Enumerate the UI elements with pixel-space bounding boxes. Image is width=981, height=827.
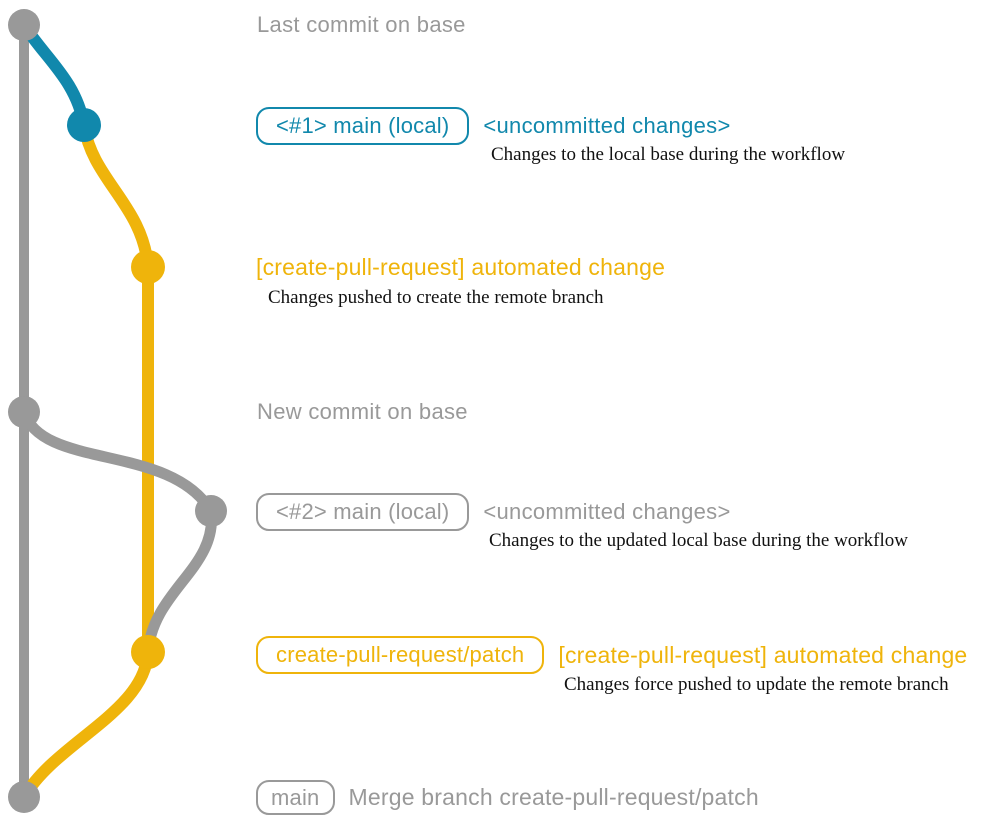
commit-message-push-1: [create-pull-request] automated change xyxy=(256,254,666,280)
merge-commit-message: Merge branch create-pull-request/patch xyxy=(348,784,759,810)
commit-dot-new-base xyxy=(8,396,40,428)
last-commit-title: Last commit on base xyxy=(257,12,466,37)
commit-dot-main-local-2 xyxy=(195,495,227,527)
merge-row: main Merge branch create-pull-request/pa… xyxy=(256,780,759,815)
uncommitted-changes-status-1: <uncommitted changes> xyxy=(483,113,731,138)
note-push-2: Changes force pushed to update the remot… xyxy=(564,674,949,695)
patch-branch-row: create-pull-request/patch [create-pull-r… xyxy=(256,636,967,674)
commit-dot-last-base xyxy=(8,9,40,41)
note-local-1: Changes to the local base during the wor… xyxy=(491,144,846,165)
note-local-2: Changes to the updated local base during… xyxy=(489,530,908,551)
new-commit-title: New commit on base xyxy=(257,399,468,424)
rebase-update-curve xyxy=(18,406,217,658)
main-local-branch-curve xyxy=(18,19,90,131)
note-push-1: Changes pushed to create the remote bran… xyxy=(268,287,604,308)
commit-message-push-2: [create-pull-request] automated change xyxy=(558,641,968,668)
commit-dot-patch-2 xyxy=(131,635,165,669)
commit-dot-merge xyxy=(8,781,40,813)
merge-curve xyxy=(18,646,154,803)
branch-badge-main-local-2: <#2> main (local) xyxy=(256,493,470,531)
uncommitted-changes-status-2: <uncommitted changes> xyxy=(483,499,731,524)
patch-branch-line xyxy=(78,119,154,658)
commit-dot-patch-1 xyxy=(131,250,165,284)
main-local-1-row: <#1> main (local) <uncommitted changes> xyxy=(256,107,731,145)
branch-badge-main: main xyxy=(256,780,335,815)
main-local-2-row: <#2> main (local) <uncommitted changes> xyxy=(256,493,731,531)
commit-dot-main-local-1 xyxy=(67,108,101,142)
branch-badge-main-local-1: <#1> main (local) xyxy=(256,107,470,145)
commit-graph-svg xyxy=(8,9,227,813)
branch-badge-patch: create-pull-request/patch xyxy=(256,636,545,674)
